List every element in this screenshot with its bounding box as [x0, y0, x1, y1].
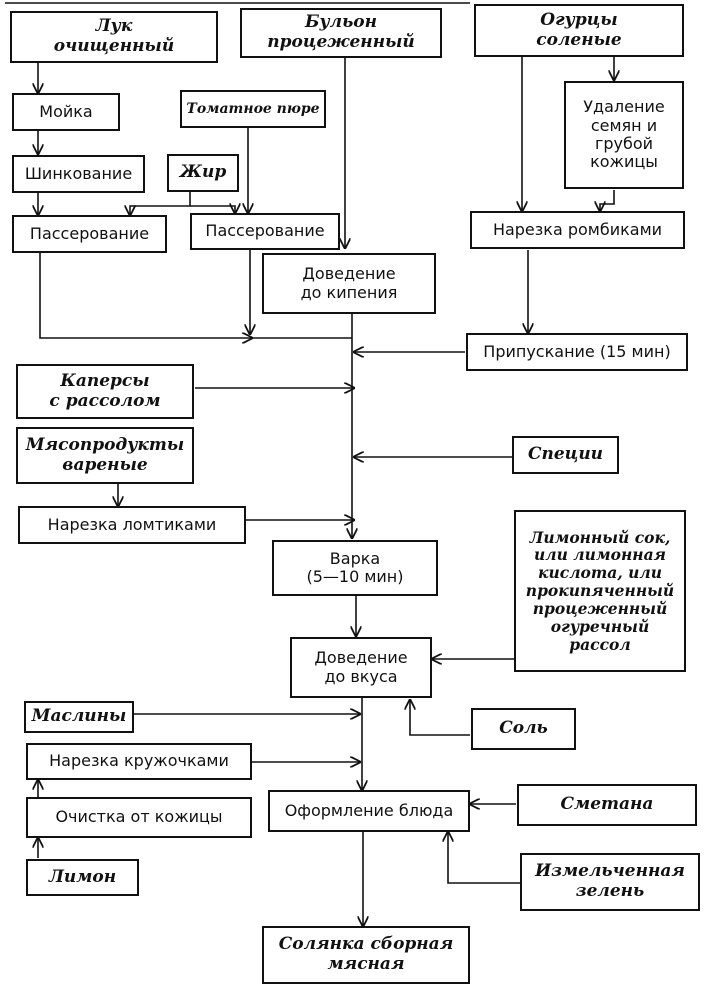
- process-cut-diamonds: Нарезка ромбиками: [470, 211, 685, 249]
- ingredient-sour-cream-label: Сметана: [560, 794, 654, 815]
- process-washing-label: Мойка: [39, 101, 93, 121]
- process-seed-removal-label: Удаление семян и грубой кожицы: [583, 97, 665, 172]
- process-shredding-label: Шинкование: [24, 163, 133, 183]
- process-boil-label: Доведение до кипения: [300, 264, 398, 302]
- ingredient-capers: Каперсы с рассолом: [16, 364, 194, 419]
- process-boil: Доведение до кипения: [262, 253, 436, 314]
- process-poach-label: Припускание (15 мин): [483, 341, 671, 361]
- process-poach: Припускание (15 мин): [466, 333, 688, 371]
- arrow-fat-to-saute-onion: [130, 192, 191, 215]
- ingredient-broth-label: Бульон процеженный: [267, 12, 415, 52]
- process-cut-slices-label: Нарезка ломтиками: [47, 514, 217, 534]
- process-cooking-label: Варка (5—10 мин): [306, 548, 404, 586]
- ingredient-fat: Жир: [167, 154, 239, 192]
- ingredient-salt-label: Соль: [499, 718, 548, 739]
- process-cut-rings-label: Нарезка кружочками: [49, 751, 229, 771]
- ingredient-onion-label: Лук очищенный: [53, 16, 175, 56]
- ingredient-lemon: Лимон: [26, 859, 139, 896]
- process-saute-onion: Пассерование: [12, 215, 167, 253]
- ingredient-meat: Мясопродукты вареные: [16, 427, 194, 484]
- ingredient-fat-label: Жир: [179, 162, 227, 183]
- ingredient-tomato: Томатное пюре: [180, 90, 326, 128]
- ingredient-spices-label: Специи: [527, 444, 604, 465]
- arrow-greens-to-plating: [448, 832, 520, 884]
- process-saute-tomato-label: Пассерование: [205, 221, 325, 241]
- result-solyanka-label: Солянка сборная мясная: [278, 934, 454, 974]
- ingredient-cucumbers-label: Огурцы соленые: [536, 9, 622, 50]
- process-shredding: Шинкование: [12, 155, 145, 193]
- ingredient-greens-label: Измельченная зелень: [535, 861, 685, 901]
- ingredient-greens: Измельченная зелень: [520, 853, 700, 911]
- process-season: Доведение до вкуса: [290, 637, 432, 698]
- ingredient-sour-cream: Сметана: [517, 784, 697, 826]
- arrow-fat-to-saute-tomato: [190, 206, 235, 213]
- ingredient-tomato-label: Томатное пюре: [186, 100, 320, 117]
- process-saute-onion-label: Пассерование: [29, 223, 150, 243]
- ingredient-broth: Бульон процеженный: [240, 8, 442, 58]
- ingredient-lemon-label: Лимон: [48, 866, 117, 887]
- process-saute-tomato: Пассерование: [190, 213, 340, 250]
- ingredient-cucumbers: Огурцы соленые: [474, 4, 684, 57]
- ingredient-spices: Специи: [512, 436, 619, 474]
- process-season-label: Доведение до вкуса: [314, 648, 408, 686]
- process-cut-slices: Нарезка ломтиками: [18, 506, 246, 544]
- process-cooking: Варка (5—10 мин): [272, 540, 438, 596]
- ingredient-lemon-juice-label: Лимонный сок, или лимонная кислота, или …: [525, 527, 675, 654]
- ingredient-capers-label: Каперсы с рассолом: [49, 370, 161, 411]
- process-plating-label: Оформление блюда: [284, 800, 454, 820]
- process-peel-label: Очистка от кожицы: [55, 807, 223, 827]
- process-washing: Мойка: [12, 93, 120, 131]
- process-peel: Очистка от кожицы: [26, 797, 252, 838]
- arrow-seeds-to-diamonds: [600, 190, 615, 211]
- ingredient-olives-label: Маслины: [31, 706, 127, 727]
- ingredient-salt: Соль: [471, 708, 576, 750]
- process-cut-rings: Нарезка кружочками: [26, 743, 252, 780]
- arrow-onion-saute-to-main: [39, 253, 252, 338]
- result-solyanka: Солянка сборная мясная: [262, 926, 470, 984]
- ingredient-lemon-juice: Лимонный сок, или лимонная кислота, или …: [514, 510, 686, 672]
- ingredient-onion: Лук очищенный: [10, 11, 218, 63]
- process-cut-diamonds-label: Нарезка ромбиками: [492, 219, 663, 239]
- ingredient-olives: Маслины: [24, 701, 134, 733]
- arrow-salt-to-season: [410, 700, 470, 736]
- process-seed-removal: Удаление семян и грубой кожицы: [564, 81, 684, 189]
- process-plating: Оформление блюда: [268, 790, 470, 832]
- ingredient-meat-label: Мясопродукты вареные: [25, 434, 185, 475]
